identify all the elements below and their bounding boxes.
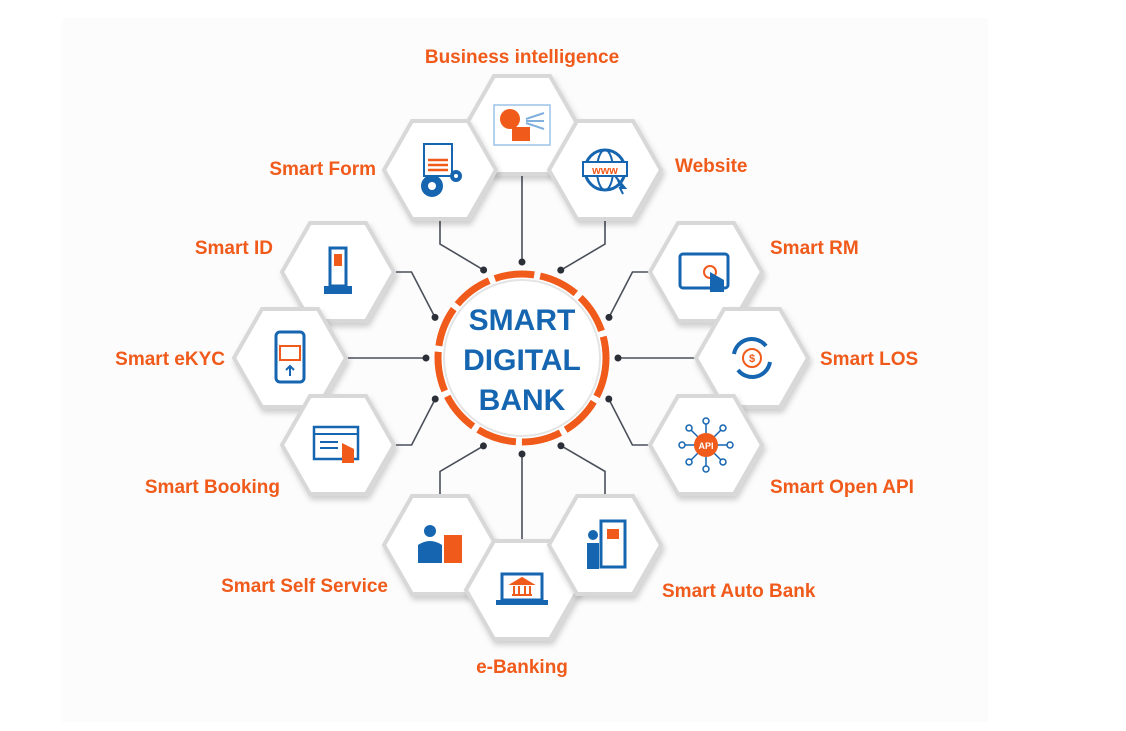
browser-touch-icon [312,425,360,463]
svg-text:API: API [698,441,713,451]
node-smart-auto-bank: Smart Auto Bank [546,494,816,602]
hub-inner [443,279,601,437]
connector-line [439,218,485,271]
kiosk-icon [324,246,352,294]
node-website: www Website [546,119,748,221]
node-label: Smart Self Service [221,576,388,597]
node-label: Smart LOS [820,349,918,370]
svg-text:$: $ [749,353,755,365]
ai-analytics-icon [493,104,551,146]
svg-text:www: www [591,165,618,177]
laptop-bank-icon [496,572,548,605]
form-gears-icon [421,143,462,197]
connector-dot [480,266,488,274]
connector-dot [518,258,526,266]
node-smart-booking: Smart Booking [145,394,397,498]
node-smart-form: Smart Form [269,119,499,221]
node-label: Smart RM [770,238,859,259]
connector-dot [518,450,526,458]
node-business-intelligence: Business intelligence [425,47,619,176]
node-label: e-Banking [476,657,568,678]
connector-line [388,398,436,446]
node-label: Smart Auto Bank [662,581,816,602]
connector-dot [557,442,565,450]
connector-dot [431,395,439,403]
connector-dot [557,266,565,274]
center-hub: SMART DIGITAL BANK [434,270,610,446]
connector-dot [431,313,439,321]
connector-line [608,398,656,446]
hub-title-line: SMART [469,304,576,337]
connector-line [608,271,656,318]
node-label: Smart Open API [770,477,914,498]
connector-line [560,445,606,497]
node-smart-open-api: API Smart Open API [647,394,914,498]
person-terminal-icon [418,525,462,563]
tablet-touch-icon [678,252,730,292]
connector-dot [605,313,613,321]
node-smart-los: $ Smart LOS [693,307,918,409]
dollar-cycle-icon: $ [732,337,772,379]
node-label: Business intelligence [425,47,619,68]
node-smart-rm: Smart RM [647,221,859,323]
node-smart-ekyc: Smart eKYC [115,307,349,409]
connector-dot [614,354,622,362]
api-network-icon: API [678,417,734,473]
connector-line [388,271,436,318]
node-label: Website [675,156,748,177]
node-smart-self-service: Smart Self Service [221,494,499,597]
connector-dot [605,395,613,403]
hub-title-line: BANK [479,384,566,417]
globe-www-icon: www [582,148,628,195]
node-label: Smart ID [195,238,273,259]
connector-line [439,445,484,497]
node-label: Smart Booking [145,477,280,498]
connector-line [560,218,606,271]
phone-id-card-icon [274,330,306,384]
node-label: Smart Form [269,159,376,180]
person-atm-icon [587,519,627,569]
connector-dot [479,442,487,450]
node-label: Smart eKYC [115,349,225,370]
hub-title-line: DIGITAL [463,344,581,377]
connector-dot [422,354,430,362]
node-smart-id: Smart ID [195,221,397,323]
